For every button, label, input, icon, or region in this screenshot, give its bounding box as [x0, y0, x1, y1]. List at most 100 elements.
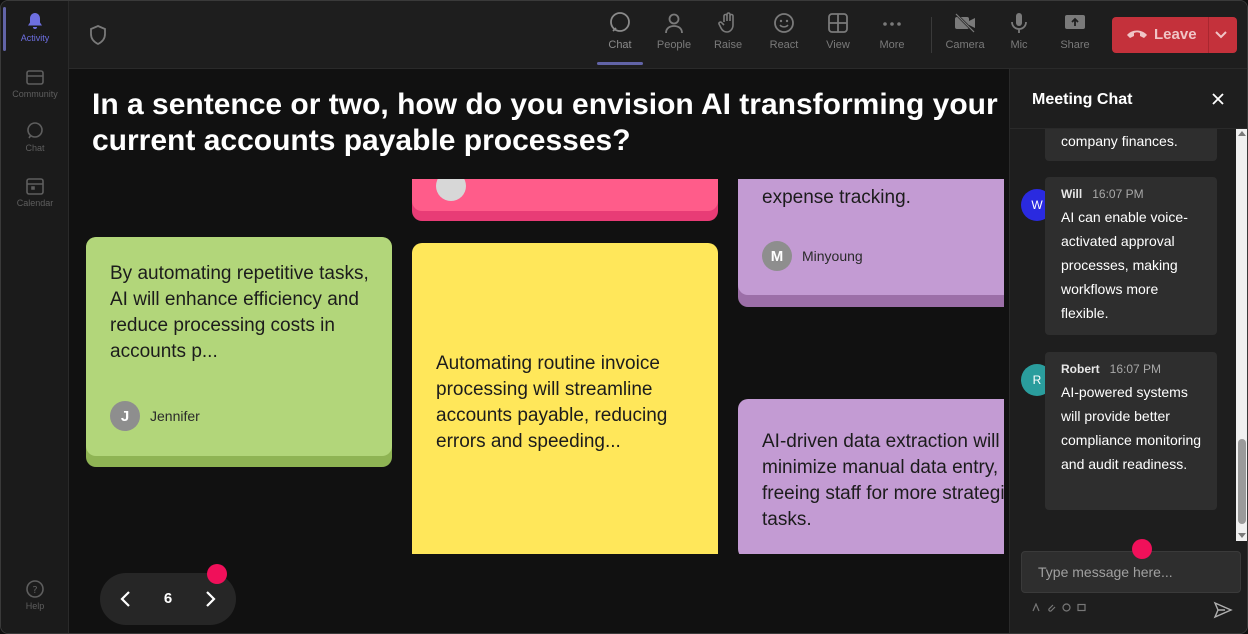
meeting-toolbar: Chat People Raise React View More Camera: [69, 1, 1247, 69]
question-title: In a sentence or two, how do you envisio…: [92, 87, 1009, 159]
message-author: Robert: [1061, 362, 1100, 376]
gif-icon[interactable]: [1077, 603, 1086, 612]
format-icon[interactable]: [1032, 603, 1041, 612]
chat-icon: [27, 122, 43, 139]
question-line-1: In a sentence or two, how do you envisio…: [92, 88, 998, 121]
shield-icon[interactable]: [89, 25, 107, 45]
rail-item-label: Help: [25, 601, 45, 611]
message-text: AI can enable voice-activated approval p…: [1061, 209, 1188, 321]
people-button[interactable]: People: [651, 11, 697, 51]
chevron-left-icon[interactable]: [118, 589, 134, 609]
chat-scrollbar[interactable]: [1236, 129, 1247, 541]
people-button-label: People: [656, 39, 692, 51]
react-button[interactable]: React: [761, 11, 807, 51]
smiley-icon: [774, 13, 794, 33]
camera-off-icon: [955, 13, 975, 33]
note-face: [738, 179, 1004, 295]
scroll-down-arrow[interactable]: [1238, 533, 1246, 538]
leave-button[interactable]: Leave: [1112, 17, 1237, 53]
message-text: company finances.: [1061, 133, 1178, 149]
help-icon: ?: [26, 580, 44, 598]
message-time: 16:07 PM: [1092, 187, 1144, 201]
sticky-note[interactable]: AI-driven data extraction will minimize …: [738, 399, 1004, 554]
cursor-indicator-dot: [207, 564, 227, 584]
note-text: AI-driven data extraction will minimize …: [762, 431, 1004, 530]
chat-button-label: Chat: [608, 39, 632, 51]
chat-active-indicator: [597, 62, 643, 65]
rail-item-label: Chat: [25, 143, 45, 153]
share-button[interactable]: Share: [1052, 11, 1098, 51]
page-number: 6: [163, 590, 173, 607]
message-text: AI-powered systems will provide better c…: [1061, 384, 1202, 472]
emoji-icon[interactable]: [1062, 603, 1071, 612]
rail-item-activity[interactable]: Activity: [1, 11, 69, 43]
chevron-down-icon[interactable]: [1214, 29, 1228, 41]
mic-button-label: Mic: [1010, 39, 1028, 51]
rail-item-calendar[interactable]: Calendar: [1, 176, 69, 208]
sticky-note[interactable]: expense tracking. M Minyoung: [738, 179, 1004, 307]
cursor-indicator-dot: [1132, 539, 1152, 559]
calendar-icon: [26, 178, 44, 195]
hand-icon: [718, 12, 734, 33]
raise-button-label: Raise: [713, 39, 743, 51]
rail-item-label: Calendar: [16, 198, 54, 208]
scroll-up-arrow[interactable]: [1238, 131, 1246, 136]
rail-active-indicator: [3, 7, 6, 51]
rail-item-chat[interactable]: Chat: [1, 121, 69, 153]
chat-bubble-icon: [610, 12, 630, 32]
camera-button-label: Camera: [945, 39, 985, 51]
message-author: Will: [1061, 187, 1083, 201]
bell-icon: [28, 13, 42, 29]
community-icon: [26, 70, 44, 85]
note-author: M Minyoung: [762, 241, 863, 271]
board-area: In a sentence or two, how do you envisio…: [69, 69, 1009, 633]
send-icon[interactable]: [1213, 601, 1233, 619]
more-button[interactable]: More: [869, 11, 915, 51]
hang-up-icon: [1127, 30, 1147, 38]
chevron-right-icon[interactable]: [202, 589, 218, 609]
rail-item-help[interactable]: ? Help: [1, 579, 69, 611]
rail-item-community[interactable]: Community: [1, 67, 69, 99]
sticky-note[interactable]: By automating repetitive tasks, AI will …: [86, 237, 392, 467]
app-rail: Activity Community Chat Calendar ? Help: [1, 1, 69, 633]
sticky-note-board: expense tracking. M Minyoung By automati…: [69, 179, 1004, 554]
view-button-label: View: [826, 39, 850, 51]
attach-icon[interactable]: [1047, 603, 1056, 612]
sticky-note[interactable]: Automating routine invoice processing wi…: [412, 243, 718, 554]
avatar-initial: R: [1032, 373, 1042, 387]
rail-item-label: Community: [12, 89, 58, 99]
mic-button[interactable]: Mic: [996, 11, 1042, 51]
note-text: Automating routine invoice processing wi…: [436, 353, 668, 452]
author-name: Jennifer: [150, 408, 200, 424]
leave-button-label: Leave: [1154, 26, 1197, 43]
more-dots-icon: [883, 22, 901, 26]
share-button-label: Share: [1060, 39, 1090, 51]
react-button-label: React: [769, 39, 799, 51]
scroll-thumb[interactable]: [1238, 439, 1246, 524]
chat-title: Meeting Chat: [1032, 91, 1133, 108]
chat-message-input[interactable]: [1021, 551, 1241, 593]
avatar: M: [762, 241, 792, 271]
view-button[interactable]: View: [815, 11, 861, 51]
note-author: J Jennifer: [110, 401, 200, 431]
person-icon: [665, 13, 683, 34]
camera-button[interactable]: Camera: [942, 11, 988, 51]
svg-text:?: ?: [32, 585, 37, 596]
grid-icon: [828, 13, 848, 33]
avatar: J: [110, 401, 140, 431]
rail-item-label: Activity: [20, 33, 50, 43]
more-button-label: More: [879, 39, 905, 51]
message-meta: Will 16:07 PM: [1061, 187, 1144, 201]
close-icon[interactable]: [1210, 91, 1226, 107]
raise-hand-button[interactable]: Raise: [705, 11, 751, 51]
sticky-note[interactable]: [412, 179, 718, 221]
share-screen-icon: [1065, 15, 1085, 29]
note-text: By automating repetitive tasks, AI will …: [110, 263, 369, 362]
chat-button[interactable]: Chat: [597, 11, 643, 51]
chat-message: company finances.: [1045, 129, 1217, 161]
question-line-2: current accounts payable processes?: [92, 124, 631, 157]
